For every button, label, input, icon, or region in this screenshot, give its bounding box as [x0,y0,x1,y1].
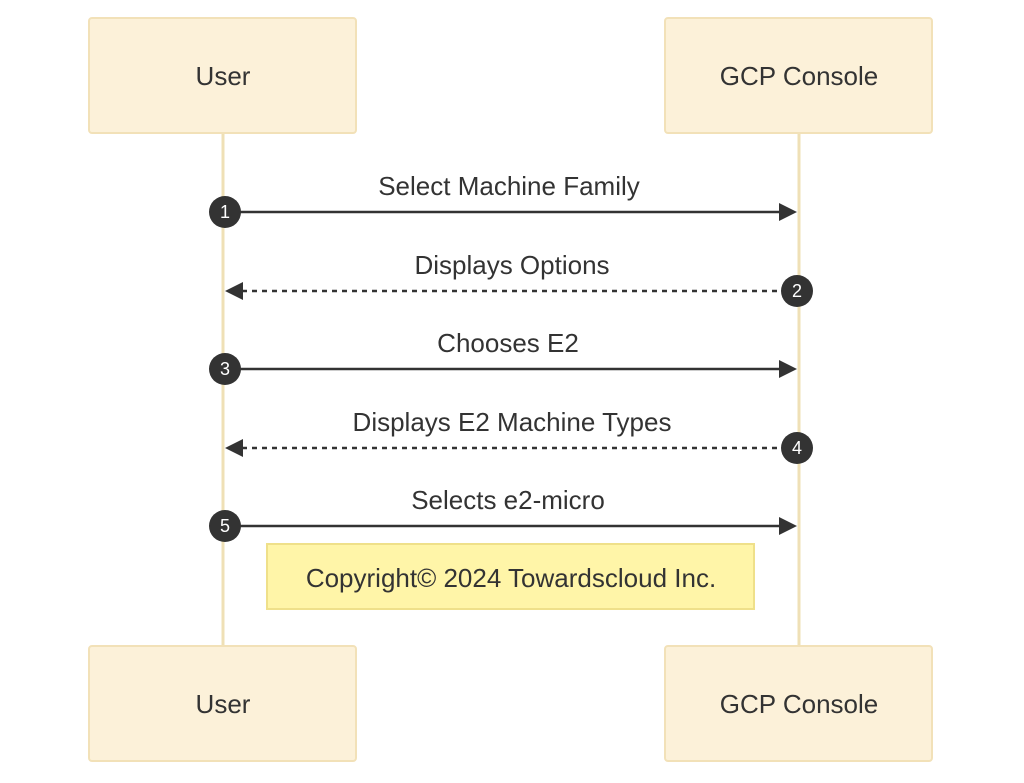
participant-gcp-console-top[interactable]: GCP Console [664,17,933,134]
message-2-label: Displays Options [414,250,609,280]
message-3-seq-number: 3 [220,359,230,379]
participant-user-top-label: User [196,61,251,91]
message-3-seq-badge [209,353,241,385]
message-2[interactable]: Displays Options 2 [225,250,813,307]
message-4[interactable]: Displays E2 Machine Types 4 [225,407,813,464]
message-1-seq-number: 1 [220,202,230,222]
message-1-seq-badge [209,196,241,228]
participant-user-bottom[interactable]: User [88,645,357,762]
message-3[interactable]: Chooses E2 3 [209,328,797,385]
message-1-label: Select Machine Family [378,171,640,201]
message-5-seq-badge [209,510,241,542]
message-2-seq-badge [781,275,813,307]
message-5-arrowhead [779,517,797,535]
participant-gcp-console-bottom[interactable]: GCP Console [664,645,933,762]
message-4-arrowhead [225,439,243,457]
message-5-label: Selects e2-micro [411,485,605,515]
message-3-arrowhead [779,360,797,378]
message-5-seq-number: 5 [220,516,230,536]
copyright-note-text: Copyright© 2024 Towardscloud Inc. [306,563,716,593]
message-4-label: Displays E2 Machine Types [353,407,672,437]
message-4-seq-number: 4 [792,438,802,458]
copyright-note: Copyright© 2024 Towardscloud Inc. [266,543,755,610]
participant-user-top[interactable]: User [88,17,357,134]
message-2-seq-number: 2 [792,281,802,301]
participant-user-bottom-label: User [196,689,251,719]
participant-gcp-console-top-label: GCP Console [720,61,879,91]
message-3-label: Chooses E2 [437,328,579,358]
message-4-seq-badge [781,432,813,464]
message-1[interactable]: Select Machine Family 1 [209,171,797,228]
participant-gcp-console-bottom-label: GCP Console [720,689,879,719]
message-5[interactable]: Selects e2-micro 5 [209,485,797,542]
message-2-arrowhead [225,282,243,300]
message-1-arrowhead [779,203,797,221]
